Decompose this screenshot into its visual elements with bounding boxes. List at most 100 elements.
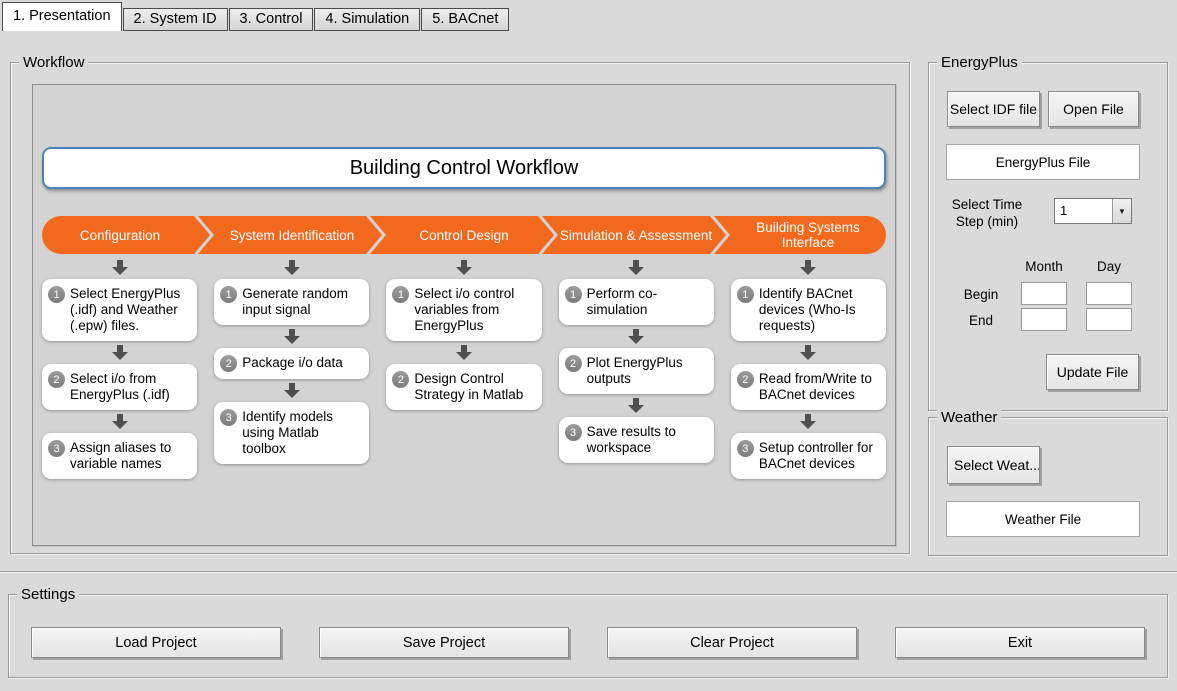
phase-banner-label: Control Design: [419, 227, 509, 243]
settings-panel: Settings Load Project Save Project Clear P…: [8, 585, 1168, 678]
settings-button-row: Load Project Save Project Clear Project Exi…: [31, 627, 1145, 658]
step-number-badge: 3: [564, 424, 582, 441]
arrow-down-icon: [800, 414, 817, 429]
phase-banner-control-design: Control Design: [370, 216, 554, 254]
arrow-down-icon: [111, 260, 128, 275]
select-weather-file-button[interactable]: Select Weat...: [947, 446, 1040, 484]
arrow-down-icon: [800, 345, 817, 360]
day-header: Day: [1096, 259, 1121, 274]
step-text: Identify BACnet devices (Who-Is requests…: [758, 286, 856, 333]
exit-button[interactable]: Exit: [895, 627, 1145, 658]
phase-banner-building-systems-interface: Building Systems Interface: [714, 216, 886, 254]
step-number-badge: 2: [220, 355, 238, 372]
workflow-step: 2 Select i/o from EnergyPlus (.idf): [42, 364, 198, 410]
step-text: Generate random input signal: [242, 286, 349, 317]
weather-file-display: Weather File: [946, 501, 1140, 537]
step-number-badge: 1: [392, 286, 410, 303]
energyplus-panel-label: EnergyPlus: [937, 53, 1022, 72]
step-text: Package i/o data: [242, 355, 343, 370]
tab-3-control[interactable]: 3. Control: [228, 8, 314, 31]
bottom-separator: [0, 571, 1177, 573]
step-number-badge: 3: [736, 440, 754, 457]
step-number-badge: 1: [564, 286, 582, 303]
step-text: Perform co-simulation: [586, 286, 658, 317]
tab-1-presentation[interactable]: 1. Presentation: [2, 2, 122, 31]
arrow-down-icon: [456, 260, 472, 275]
time-step-value: 1: [1060, 203, 1068, 218]
tab-5-bacnet[interactable]: 5. BACnet: [421, 8, 510, 31]
step-number-badge: 3: [220, 409, 238, 426]
step-text: Select i/o control variables from Energy…: [414, 286, 515, 333]
load-project-button[interactable]: Load Project: [31, 627, 281, 658]
step-number-badge: 1: [736, 286, 754, 303]
arrow-down-icon: [628, 260, 645, 275]
tab-4-simulation[interactable]: 4. Simulation: [314, 8, 421, 31]
begin-month-field[interactable]: [1021, 282, 1067, 305]
open-file-button[interactable]: Open File: [1048, 91, 1139, 127]
step-number-badge: 1: [48, 286, 65, 303]
step-text: Identify models using Matlab toolbox: [242, 409, 333, 456]
phase-columns: 1 Select EnergyPlus (.idf) and Weather (.…: [42, 256, 887, 479]
clear-project-button[interactable]: Clear Project: [607, 627, 857, 658]
tab-2-system-id[interactable]: 2. System ID: [122, 8, 228, 31]
end-day-field[interactable]: [1086, 308, 1132, 331]
step-text: Setup controller for BACnet devices: [758, 440, 873, 471]
weather-panel: Weather Select Weat... Weather File: [928, 408, 1168, 556]
workflow-step: 1 Select EnergyPlus (.idf) and Weather (.…: [42, 279, 198, 341]
workflow-panel-label: Workflow: [19, 53, 89, 72]
step-text: Plot EnergyPlus outputs: [586, 355, 683, 386]
time-step-select[interactable]: 1 ▼: [1054, 198, 1132, 224]
month-header: Month: [1025, 259, 1063, 274]
step-text: Select EnergyPlus (.idf) and Weather (.e…: [70, 286, 181, 333]
select-idf-file-button[interactable]: Select IDF file: [947, 91, 1040, 127]
phase-banner-label: Configuration: [79, 227, 161, 243]
arrow-down-icon: [628, 398, 645, 413]
chevron-down-icon[interactable]: ▼: [1112, 199, 1131, 223]
end-label: End: [968, 313, 994, 328]
step-number-badge: 2: [564, 355, 582, 372]
step-number-badge: 1: [220, 286, 238, 303]
update-file-button[interactable]: Update File: [1046, 354, 1139, 390]
settings-panel-label: Settings: [17, 585, 80, 604]
step-text: Assign aliases to variable names: [70, 440, 172, 471]
arrow-down-icon: [628, 329, 645, 344]
begin-day-field[interactable]: [1086, 282, 1132, 305]
arrow-down-icon: [456, 345, 472, 360]
step-text: Select i/o from EnergyPlus (.idf): [70, 371, 170, 402]
workflow-panel: Workflow Building Control Workflow Confi…: [10, 53, 910, 554]
phase-banner-configuration: Configuration: [42, 216, 210, 254]
end-month-field[interactable]: [1021, 308, 1067, 331]
step-number-badge: 2: [736, 371, 754, 388]
save-project-button[interactable]: Save Project: [319, 627, 569, 658]
arrow-down-icon: [283, 260, 300, 275]
step-number-badge: 2: [392, 371, 410, 388]
phase-banner-simulation-assessment: Simulation & Assessment: [542, 216, 726, 254]
arrow-down-icon: [111, 345, 128, 360]
step-number-badge: 2: [48, 371, 65, 388]
step-number-badge: 3: [48, 440, 65, 457]
workflow-step: 3 Assign aliases to variable names: [42, 433, 198, 479]
weather-panel-label: Weather: [937, 408, 1002, 427]
arrow-down-icon: [111, 414, 128, 429]
arrow-down-icon: [800, 260, 817, 275]
arrow-down-icon: [283, 329, 300, 344]
phase-banner-label: Building Systems Interface: [756, 220, 860, 250]
